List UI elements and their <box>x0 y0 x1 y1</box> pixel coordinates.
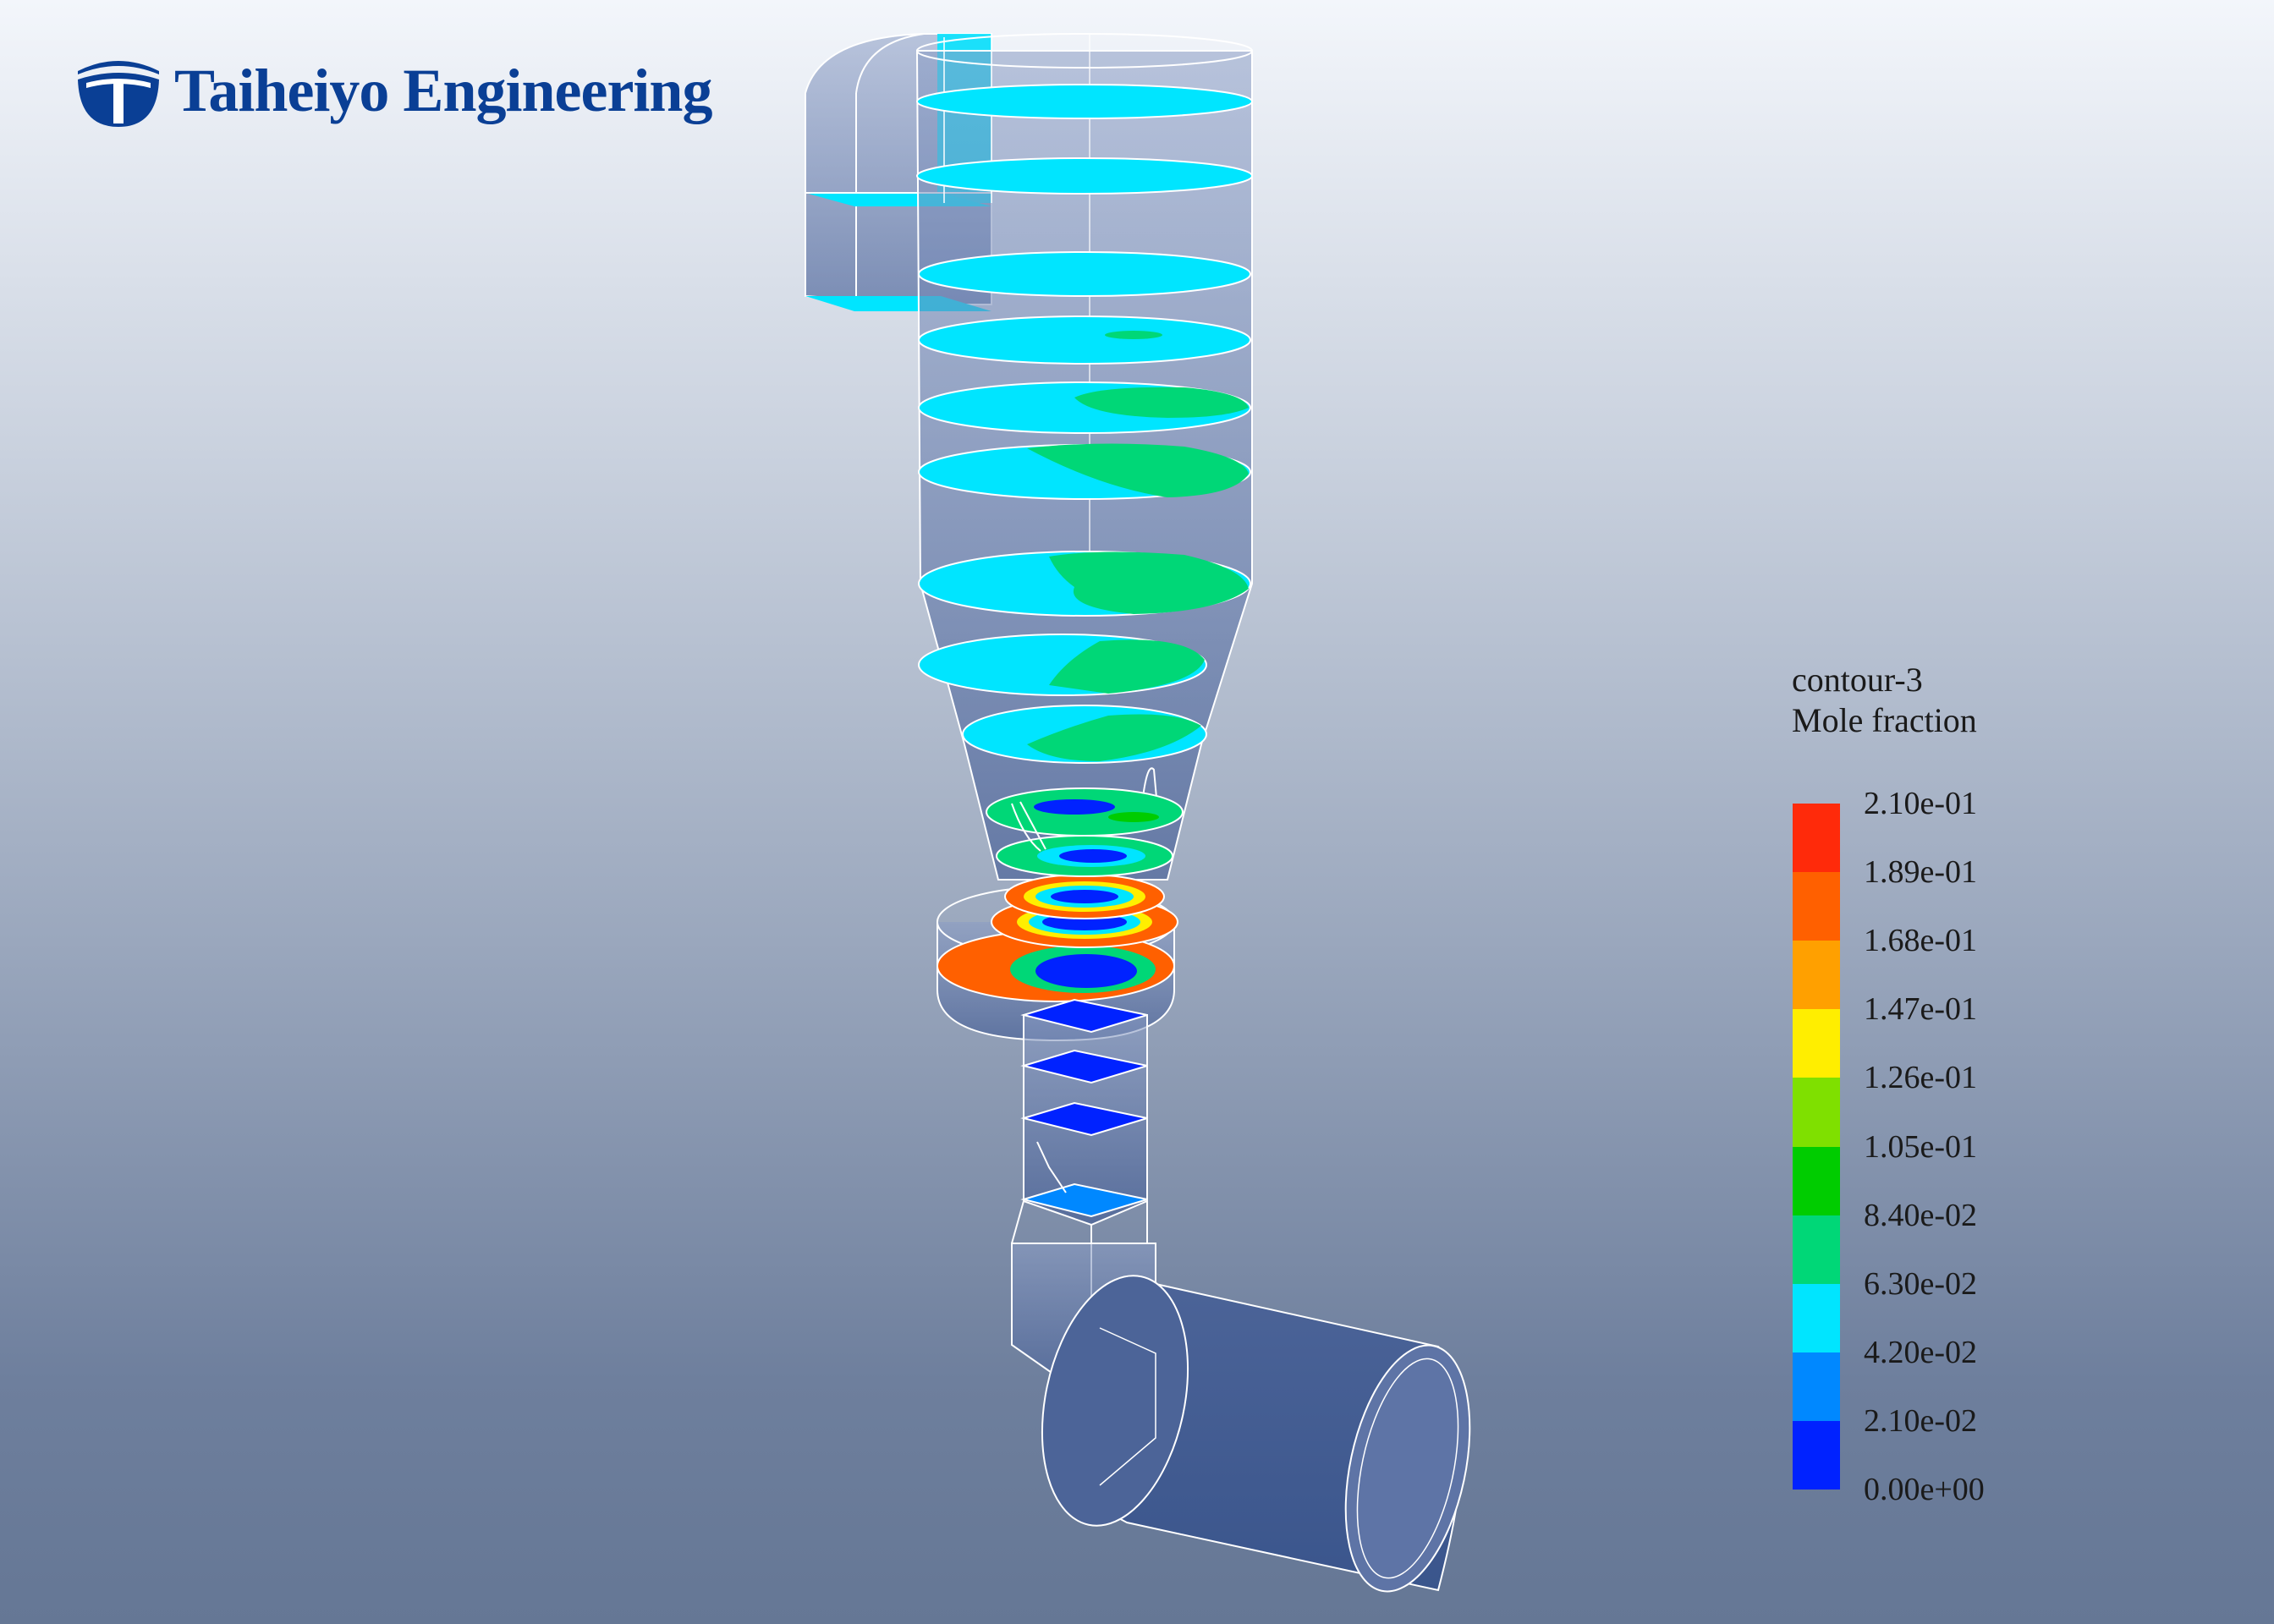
legend-swatch <box>1793 1352 1840 1422</box>
company-logo: Taiheiyo Engineering <box>74 51 768 135</box>
swirl-chamber <box>937 787 1184 1042</box>
legend-tick-label: 6.30e-02 <box>1864 1265 1978 1302</box>
legend-swatch <box>1793 872 1840 941</box>
legend-tick-label: 1.89e-01 <box>1864 854 1978 891</box>
legend-tick-label: 8.40e-02 <box>1864 1197 1978 1233</box>
legend-swatch <box>1793 1215 1840 1285</box>
legend-tick-label: 2.10e-02 <box>1864 1402 1978 1439</box>
legend-tick-label: 2.10e-01 <box>1864 786 1978 821</box>
brand-name: Taiheiyo Engineering <box>174 57 712 124</box>
outlet-pipe <box>1041 1275 1471 1593</box>
legend-swatch <box>1793 1420 1840 1490</box>
legend-swatch <box>1793 1146 1840 1216</box>
legend-tick-label: 0.00e+00 <box>1864 1472 1985 1507</box>
legend-tick-label: 1.47e-01 <box>1864 991 1978 1028</box>
contour-slices-upper <box>916 84 1253 808</box>
legend-tick-label: 1.26e-01 <box>1864 1060 1978 1096</box>
legend-quantity: Mole fraction <box>1792 701 1977 739</box>
legend-swatch <box>1793 941 1840 1010</box>
logo-mark-icon <box>78 61 159 127</box>
legend-tick-label: 4.20e-02 <box>1864 1334 1978 1370</box>
legend-title: contour-3 Mole fraction <box>1792 660 1977 741</box>
legend-swatch <box>1793 1078 1840 1147</box>
legend-tick-label: 1.05e-01 <box>1864 1128 1978 1165</box>
legend-colorbar <box>1793 804 1840 1490</box>
legend-swatch <box>1793 1283 1840 1353</box>
legend-tick-label: 1.68e-01 <box>1864 923 1978 959</box>
legend-contour-name: contour-3 <box>1792 661 1923 699</box>
legend-swatch <box>1793 804 1840 873</box>
legend-swatch <box>1793 1009 1840 1078</box>
